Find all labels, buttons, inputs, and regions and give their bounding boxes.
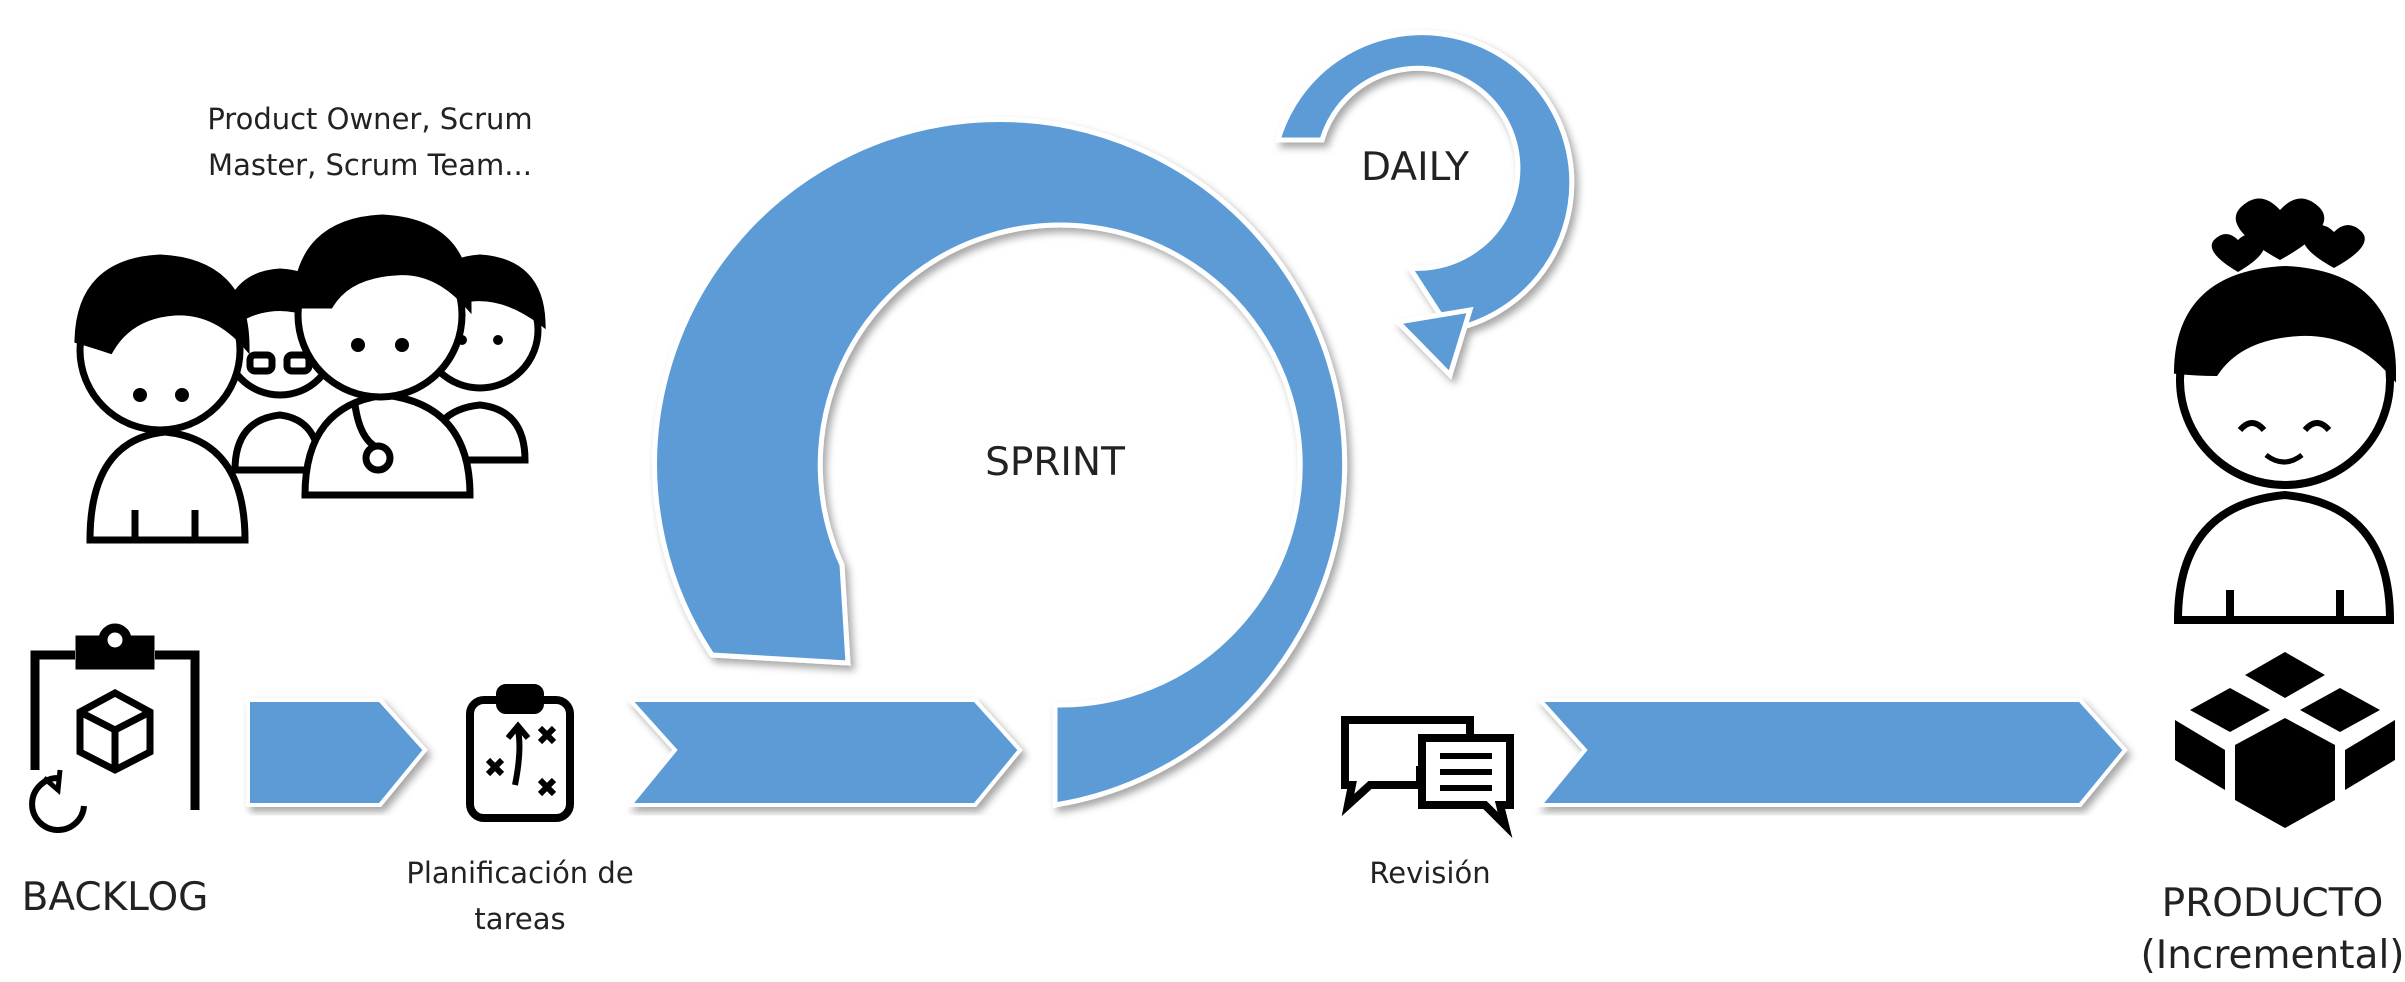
planning-label-line-1: Planificación de [406,856,634,890]
planning-label: Planificación de tareas [400,850,640,942]
team-caption-line-2: Master, Scrum Team... [208,148,532,182]
heart-icon [2211,234,2265,272]
review-chat-icon [1341,716,1514,839]
scrum-team-icon [74,214,546,544]
planning-board-icon [466,684,574,822]
sprint-label: SPRINT [985,440,1125,485]
product-boxes-icon [2175,652,2395,828]
product-label: PRODUCTO (Incremental) [2140,878,2405,982]
happy-user-icon [2173,198,2397,624]
planning-label-line-2: tareas [474,902,566,936]
team-caption: Product Owner, Scrum Master, Scrum Team.… [180,96,560,188]
daily-cycle-arrow [1274,30,1575,380]
flow-arrow-2 [625,698,1023,807]
product-label-line-1: PRODUCTO [2161,881,2384,926]
flow-arrow-3 [1535,698,2128,807]
flow-arrow-1 [246,698,428,807]
product-label-line-2: (Incremental) [2140,933,2405,978]
heart-icon [2303,225,2365,268]
backlog-label: BACKLOG [21,875,209,920]
sprint-cycle-arrow [652,116,1348,808]
review-label: Revisión [1369,856,1491,890]
backlog-clipboard-icon [29,623,200,833]
daily-label: DAILY [1361,145,1469,190]
team-caption-line-1: Product Owner, Scrum [207,102,533,136]
